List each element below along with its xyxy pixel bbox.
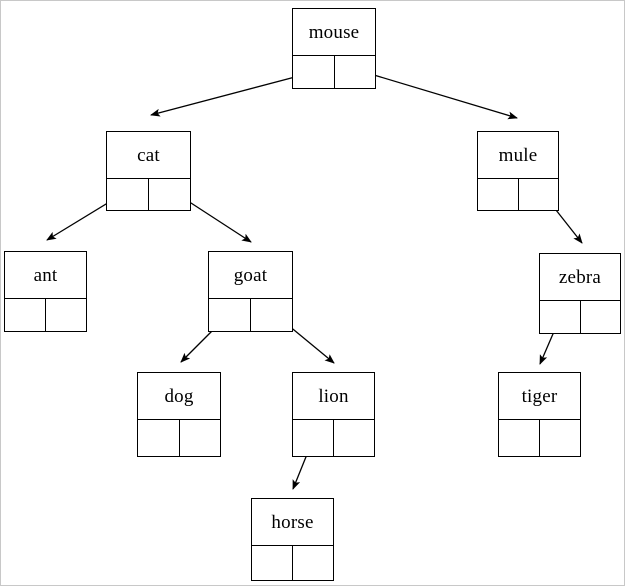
tree-edge-mouse-mule (353, 68, 518, 120)
tree-edge-mouse-cat (150, 71, 315, 117)
right-pointer-cell[interactable] (519, 179, 559, 210)
tree-node-pointers (107, 179, 190, 210)
right-pointer-cell[interactable] (251, 299, 292, 331)
tree-node-pointers (209, 299, 292, 331)
tree-node-pointers (540, 301, 620, 333)
tree-node-ant[interactable]: ant (4, 251, 87, 332)
tree-node-cat[interactable]: cat (106, 131, 191, 211)
right-pointer-cell[interactable] (581, 301, 621, 333)
tree-node-horse[interactable]: horse (251, 498, 334, 581)
tree-node-mouse[interactable]: mouse (292, 8, 376, 89)
tree-node-pointers (478, 179, 558, 210)
tree-node-tiger[interactable]: tiger (498, 372, 581, 457)
tree-node-label: cat (107, 132, 190, 179)
tree-node-label: lion (293, 373, 374, 420)
tree-node-zebra[interactable]: zebra (539, 253, 621, 334)
left-pointer-cell[interactable] (252, 546, 293, 580)
tree-node-mule[interactable]: mule (477, 131, 559, 211)
tree-node-lion[interactable]: lion (292, 372, 375, 457)
right-pointer-cell[interactable] (540, 420, 580, 456)
right-pointer-cell[interactable] (334, 420, 374, 456)
tree-node-pointers (138, 420, 220, 456)
tree-node-goat[interactable]: goat (208, 251, 293, 332)
left-pointer-cell[interactable] (478, 179, 519, 210)
tree-node-label: goat (209, 252, 292, 299)
tree-node-pointers (499, 420, 580, 456)
tree-node-label: tiger (499, 373, 580, 420)
left-pointer-cell[interactable] (293, 420, 334, 456)
right-pointer-cell[interactable] (180, 420, 221, 456)
left-pointer-cell[interactable] (5, 299, 46, 331)
tree-node-label: mule (478, 132, 558, 179)
tree-node-pointers (293, 420, 374, 456)
tree-node-label: dog (138, 373, 220, 420)
right-pointer-cell[interactable] (293, 546, 333, 580)
tree-node-label: ant (5, 252, 86, 299)
tree-node-label: horse (252, 499, 333, 546)
left-pointer-cell[interactable] (209, 299, 251, 331)
right-pointer-cell[interactable] (335, 56, 376, 88)
tree-node-pointers (293, 56, 375, 88)
left-pointer-cell[interactable] (107, 179, 149, 210)
tree-node-pointers (252, 546, 333, 580)
right-pointer-cell[interactable] (149, 179, 190, 210)
tree-node-pointers (5, 299, 86, 331)
tree-node-label: mouse (293, 9, 375, 56)
left-pointer-cell[interactable] (138, 420, 180, 456)
left-pointer-cell[interactable] (540, 301, 581, 333)
right-pointer-cell[interactable] (46, 299, 86, 331)
tree-node-label: zebra (540, 254, 620, 301)
tree-node-dog[interactable]: dog (137, 372, 221, 457)
left-pointer-cell[interactable] (293, 56, 335, 88)
left-pointer-cell[interactable] (499, 420, 540, 456)
